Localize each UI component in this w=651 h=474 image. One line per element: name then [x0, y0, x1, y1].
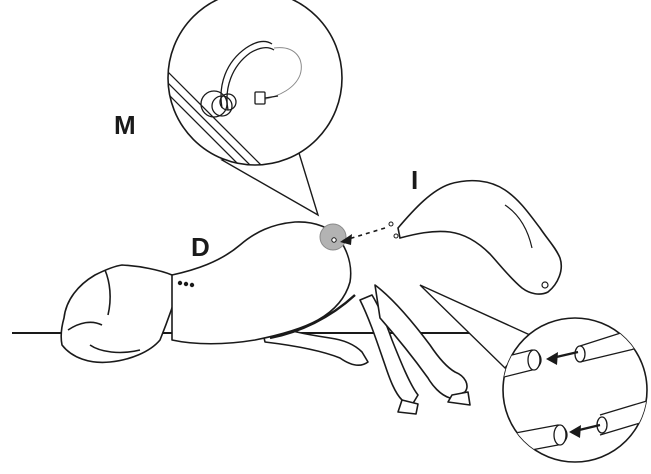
tail-socket-hole [332, 238, 336, 242]
label-m: M [114, 112, 136, 138]
horse-body [61, 222, 470, 414]
tail-socket-highlight [320, 224, 346, 250]
label-d: D [191, 234, 210, 260]
tail-piece [398, 181, 561, 294]
magnifier-top [154, 0, 342, 215]
label-i: I [411, 167, 418, 193]
tail-pin-upper [389, 222, 393, 226]
tail-pin-lower [394, 234, 398, 238]
